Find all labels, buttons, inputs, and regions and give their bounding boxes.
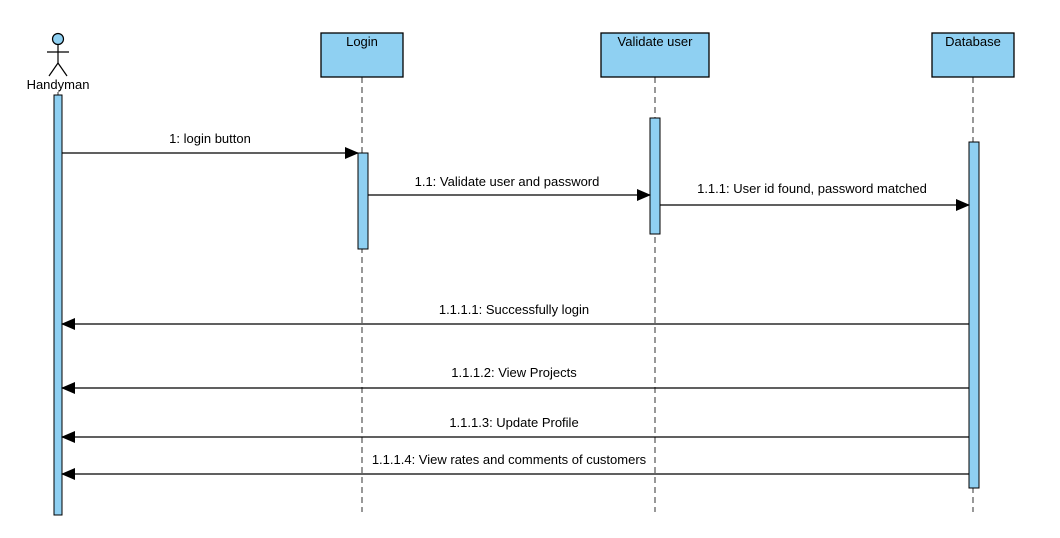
message-validate-user-and-password[interactable]: 1.1: Validate user and password: [368, 174, 651, 201]
message-view-projects[interactable]: 1.1.1.2: View Projects: [61, 365, 969, 394]
message-label: 1.1.1.1: Successfully login: [439, 302, 589, 317]
login-activation-bar: [357, 152, 369, 250]
validate-user-activation-bar: [649, 117, 661, 235]
message-login-button[interactable]: 1: login button: [62, 131, 359, 159]
participant-label: Database: [945, 34, 1001, 49]
message-label: 1.1.1: User id found, password matched: [697, 181, 927, 196]
message-update-profile[interactable]: 1.1.1.3: Update Profile: [61, 415, 969, 443]
message-label: 1.1: Validate user and password: [415, 174, 600, 189]
stick-figure-icon: [47, 32, 69, 77]
message-label: 1: login button: [169, 131, 251, 146]
participant-database[interactable]: Database: [931, 32, 1015, 78]
participant-label: Validate user: [618, 34, 694, 49]
message-label: 1.1.1.2: View Projects: [451, 365, 577, 380]
participant-label: Login: [346, 34, 378, 49]
message-successfully-login[interactable]: 1.1.1.1: Successfully login: [61, 302, 969, 330]
database-activation-bar: [968, 141, 980, 489]
message-label: 1.1.1.3: Update Profile: [449, 415, 578, 430]
message-view-rates-and-comments[interactable]: 1.1.1.4: View rates and comments of cust…: [61, 452, 969, 480]
actor-handyman[interactable]: Handyman: [27, 32, 90, 93]
participant-login[interactable]: Login: [320, 32, 404, 78]
message-label: 1.1.1.4: View rates and comments of cust…: [372, 452, 647, 467]
handyman-activation-bar: [53, 94, 63, 516]
actor-label: Handyman: [27, 77, 90, 92]
participant-validate-user[interactable]: Validate user: [600, 32, 710, 78]
message-user-id-found[interactable]: 1.1.1: User id found, password matched: [660, 181, 970, 211]
